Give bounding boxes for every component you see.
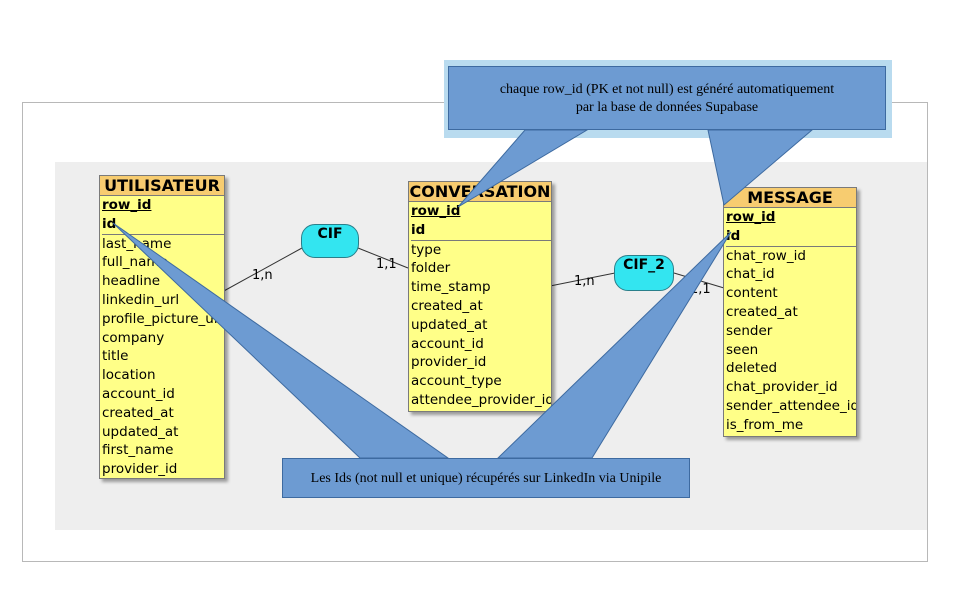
field-account-id: account_id [102,385,175,402]
field-sender: sender [726,322,773,339]
association-cif-2[interactable]: CIF_2 [614,255,674,291]
field-chat-provider-id: chat_provider_id [726,379,838,396]
callout-text: Les Ids (not null et unique) récupérés s… [310,471,662,486]
field-updated-at: updated_at [411,316,488,333]
field-created-at: created_at [102,404,174,421]
callout-text-line: chaque row_id (PK et not null) est génér… [499,82,835,97]
field-seen: seen [726,341,759,358]
field-provider-id: provider_id [411,354,487,371]
entity-conversation[interactable]: CONVERSATION row_ididtypefoldertime_stam… [408,181,552,412]
association-label: CIF_2 [623,257,665,273]
field-updated-at: updated_at [102,423,179,440]
field-created-at: created_at [411,297,483,314]
association-cif[interactable]: CIF [301,224,359,258]
callout-text-line: par la base de données Supabase [575,100,759,115]
entity-utilisateur[interactable]: UTILISATEUR row_ididlast_namefull_namehe… [99,175,225,479]
field-company: company [102,329,165,346]
field-account-id: account_id [411,335,484,352]
entity-title: MESSAGE [724,188,856,208]
field-deleted: deleted [726,360,778,377]
cardinality-label: 1,n [252,268,273,283]
association-label: CIF [317,226,343,242]
callout-auto-generated-ids: chaque row_id (PK et not null) est génér… [448,66,886,130]
field-folder: folder [411,260,451,277]
field-account-type: account_type [411,373,502,390]
callout-linkedin-ids: Les Ids (not null et unique) récupérés s… [282,458,690,498]
cardinality-label: 1,n [574,274,595,289]
field-chat-id: chat_id [726,266,775,283]
field-row-id: row_id [102,197,152,213]
field-content: content [726,285,778,302]
field-is-from-me: is_from_me [726,416,804,433]
field-row-id: row_id [726,209,776,225]
entity-title: UTILISATEUR [100,176,224,196]
field-first-name: first_name [102,442,174,459]
field-row-id: row_id [411,203,461,219]
field-time-stamp: time_stamp [411,279,491,296]
field-id: id [102,215,224,235]
field-chat-row-id: chat_row_id [726,247,806,264]
field-provider-id: provider_id [102,461,178,478]
field-profile-picture-url: profile_picture_url [102,310,224,327]
field-title: title [102,348,129,365]
field-id: id [726,227,856,247]
field-type: type [411,241,442,258]
field-sender-attendee-id: sender_attendee_id [726,397,856,414]
cardinality-label: 1,1 [376,257,397,272]
field-linkedin-url: linkedin_url [102,291,180,308]
field-list: row_ididlast_namefull_nameheadlinelinked… [100,196,224,479]
field-created-at: created_at [726,303,798,320]
field-headline: headline [102,273,161,290]
field-id: id [411,221,551,241]
field-attendee-provider-id: attendee_provider_id [411,391,551,408]
field-location: location [102,367,156,384]
